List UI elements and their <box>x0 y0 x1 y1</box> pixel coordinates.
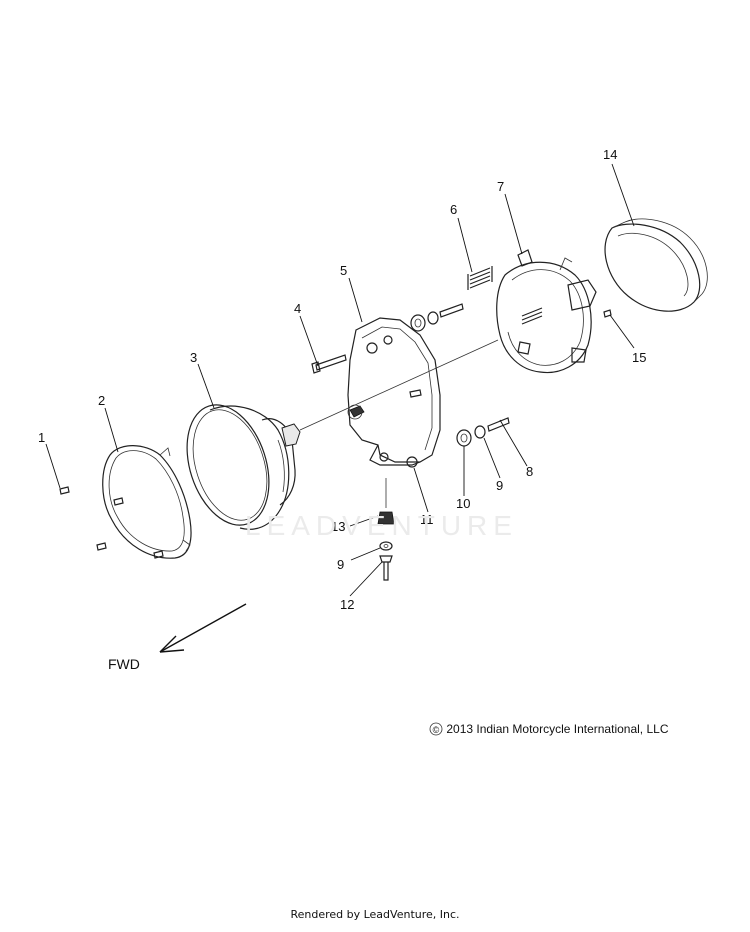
label-part-3: 3 <box>190 350 197 365</box>
copyright-holder: 2013 Indian Motorcycle International, LL… <box>446 722 669 736</box>
label-part-11: 11 <box>420 512 434 527</box>
part-hardware-top <box>410 303 464 332</box>
part-1-screws <box>59 486 164 559</box>
label-part-10: 10 <box>456 496 470 511</box>
watermark: LEADVENTURE <box>245 510 518 541</box>
leader-lines <box>45 163 635 597</box>
label-part-4: 4 <box>294 301 301 316</box>
label-part-9-upper: 9 <box>496 478 503 493</box>
label-part-13: 13 <box>331 519 345 534</box>
label-part-12: 12 <box>340 597 354 612</box>
part-2-trim-ring <box>102 445 192 559</box>
label-part-2: 2 <box>98 393 105 408</box>
part-14-seal <box>604 218 708 312</box>
part-labels: 1 2 3 4 5 6 7 8 9 10 11 12 13 9 14 15 <box>38 147 646 612</box>
label-part-14: 14 <box>603 147 617 162</box>
label-part-1: 1 <box>38 430 45 445</box>
part-13-9-12-hardware <box>377 478 395 581</box>
part-15-screw <box>603 309 612 318</box>
copyright-symbol: © <box>432 725 440 735</box>
assembly-axis-line <box>299 339 499 431</box>
part-4-screw <box>311 354 347 374</box>
part-5-bracket <box>347 317 441 468</box>
copyright-text: © 2013 Indian Motorcycle International, … <box>429 722 669 736</box>
label-part-6: 6 <box>450 202 457 217</box>
label-part-5: 5 <box>340 263 347 278</box>
fwd-label: FWD <box>108 656 140 672</box>
label-part-9-lower: 9 <box>337 557 344 572</box>
part-7-housing-ring <box>496 249 597 374</box>
label-part-15: 15 <box>632 350 646 365</box>
footer-rendered-by: Rendered by LeadVenture, Inc. <box>290 908 460 921</box>
part-6-spring <box>467 266 493 290</box>
label-part-7: 7 <box>497 179 504 194</box>
copyright-symbol-circle <box>429 722 443 736</box>
label-part-8: 8 <box>526 464 533 479</box>
part-3-headlamp <box>186 404 301 530</box>
forward-direction-arrow <box>159 603 247 653</box>
